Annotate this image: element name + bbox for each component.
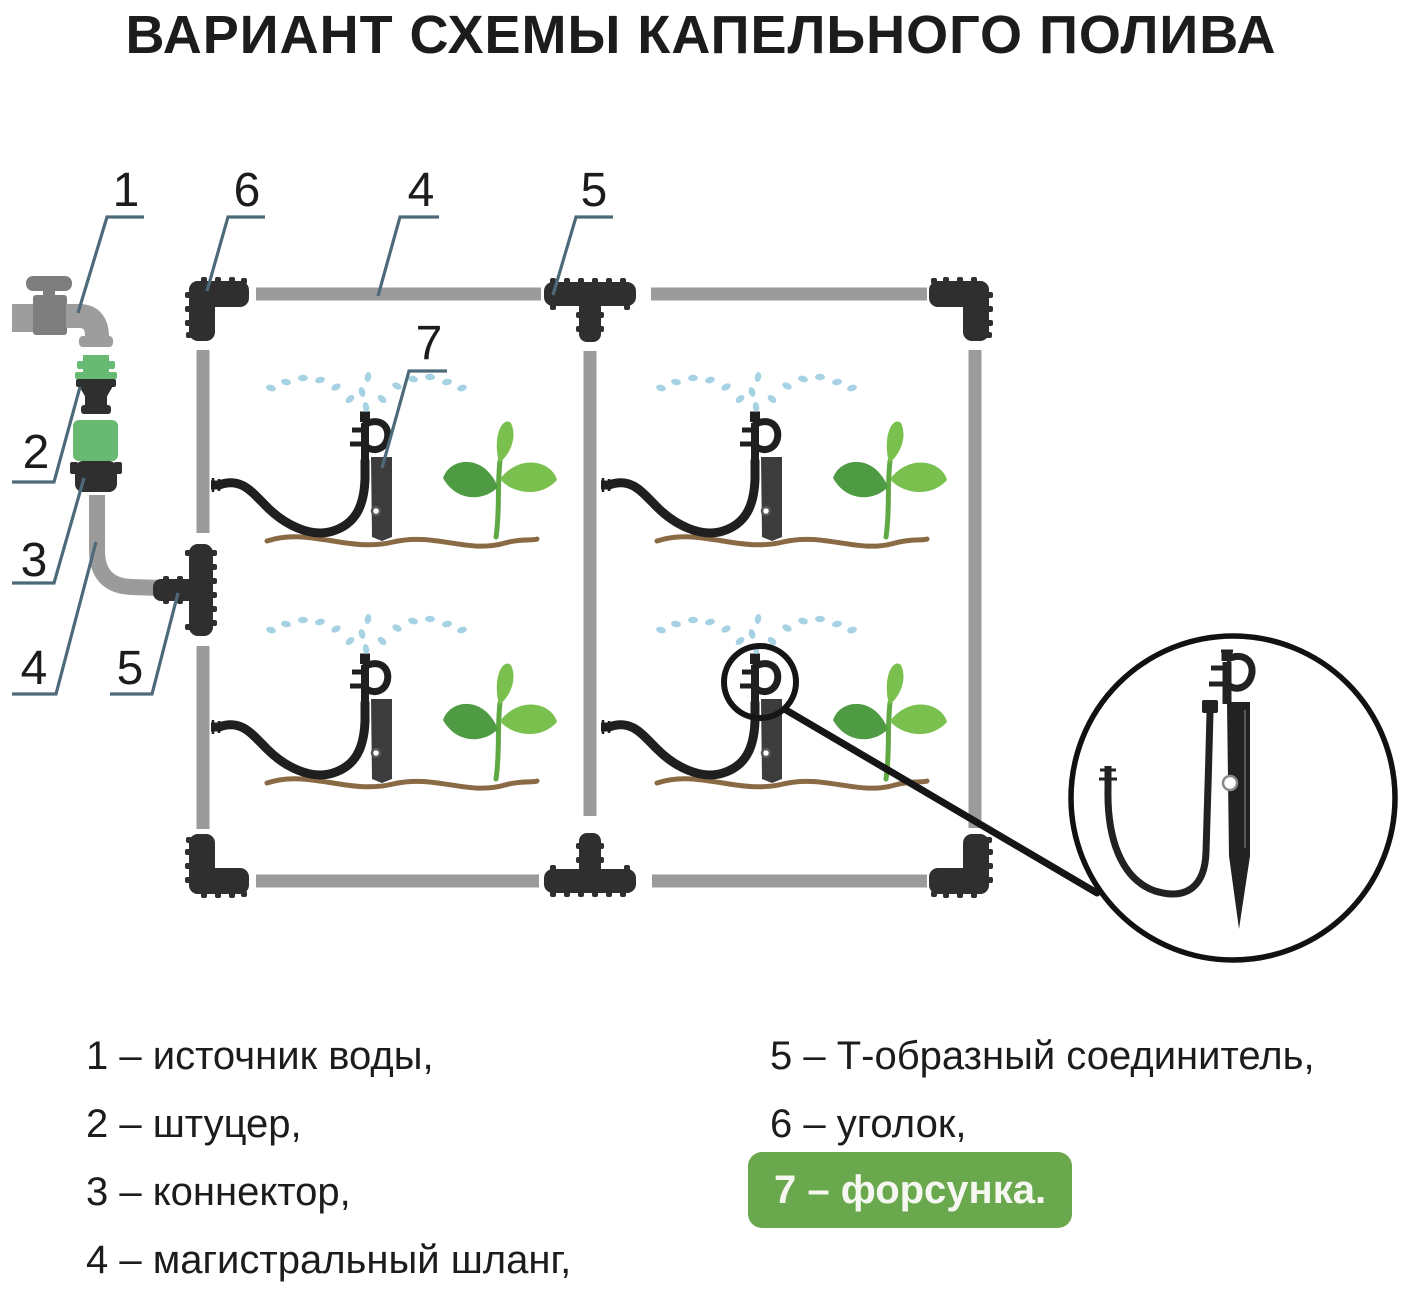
sprinkler-unit-bottom-right <box>601 614 947 789</box>
callout-3-leader <box>12 477 86 585</box>
sprinkler-unit-top-right <box>601 372 947 547</box>
tee-connector-bottom <box>544 833 636 897</box>
callout-5-top: 5 <box>581 164 608 217</box>
callout-5-left: 5 <box>117 642 144 695</box>
legend-item-main-hose: 4 – магистральный шланг, <box>86 1237 572 1282</box>
legend-item-elbow: 6 – уголок, <box>770 1101 967 1146</box>
callout-7-leader <box>380 369 447 469</box>
elbow-top-right <box>929 277 993 341</box>
sprinkler-unit-bottom-left <box>211 614 557 789</box>
callout-5-left-leader <box>110 592 180 696</box>
main-hose-loop <box>196 287 982 888</box>
hose-connector <box>70 420 122 492</box>
nozzle-highlight-circle <box>721 643 799 721</box>
callout-2: 2 <box>23 426 50 479</box>
tee-connector-top <box>544 278 636 342</box>
callout-1-leader <box>76 215 144 314</box>
feed-hose <box>89 495 161 596</box>
callout-5-top-leader <box>551 215 613 296</box>
legend-item-fitting: 2 – штуцер, <box>86 1101 302 1146</box>
callout-3: 3 <box>21 534 48 587</box>
tap-adapter <box>75 355 117 414</box>
legend-item-tee: 5 – Т-образный соединитель, <box>770 1033 1315 1078</box>
legend-item-water-source: 1 – источник воды, <box>86 1033 434 1078</box>
detail-leader-line <box>782 706 1101 897</box>
nozzle-detail-view <box>1068 633 1398 963</box>
callout-4-top: 4 <box>408 164 435 217</box>
detail-nozzle <box>1209 649 1256 704</box>
elbow-bottom-right <box>929 834 993 898</box>
callout-7: 7 <box>416 317 443 370</box>
callouts: 1 6 4 5 7 2 3 4 5 <box>12 164 613 696</box>
callout-4-left-leader <box>12 541 98 696</box>
detail-stake <box>1221 702 1250 929</box>
callout-4-top-leader <box>376 215 439 297</box>
detail-micro-tube <box>1099 700 1218 898</box>
page-title: ВАРИАНТ СХЕМЫ КАПЕЛЬНОГО ПОЛИВА <box>125 5 1277 65</box>
callout-2-leader <box>12 386 82 484</box>
legend-item-nozzle-highlight: 7 – форсунка. <box>748 1152 1073 1228</box>
elbow-top-left <box>185 277 249 341</box>
callout-6-leader <box>205 215 265 292</box>
legend-item-connector: 3 – коннектор, <box>86 1169 351 1214</box>
tee-connector-inlet <box>153 544 217 636</box>
water-tap <box>12 276 113 347</box>
callout-4-left: 4 <box>21 642 48 695</box>
elbow-bottom-left <box>185 834 249 898</box>
callout-1: 1 <box>113 164 140 217</box>
callout-6: 6 <box>234 164 261 217</box>
